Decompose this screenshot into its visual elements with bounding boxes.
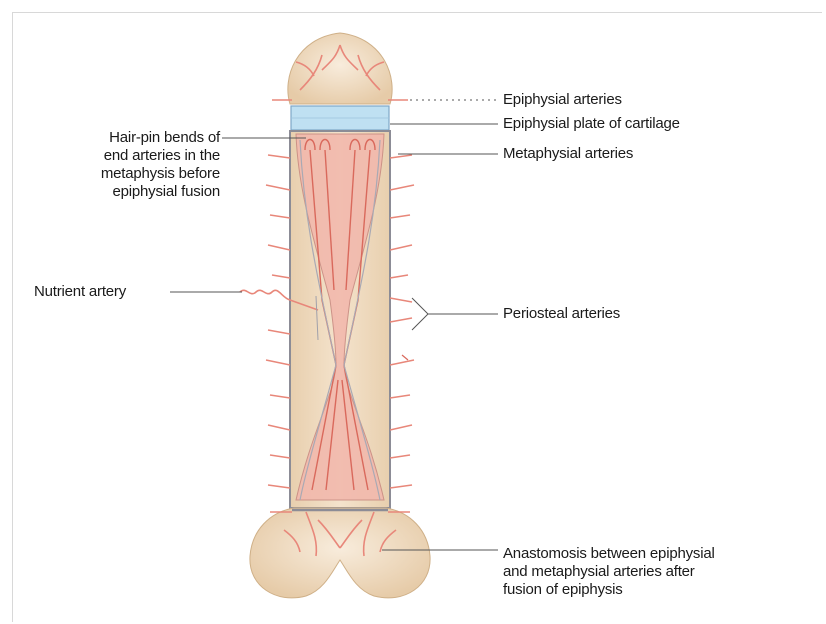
label-hairpin-line-4: epiphysial fusion bbox=[101, 183, 220, 201]
proximal-epiphysis bbox=[288, 33, 392, 104]
periosteal-arteries-right bbox=[390, 155, 414, 488]
label-anastomosis: Anastomosis between epiphysial and metap… bbox=[503, 545, 715, 599]
label-anastomosis-line-2: and metaphysial arteries after bbox=[503, 563, 715, 581]
leader-periosteal bbox=[412, 298, 498, 330]
label-periosteal-arteries: Periosteal arteries bbox=[503, 305, 620, 323]
distal-epiphysis bbox=[250, 508, 430, 598]
label-nutrient-artery: Nutrient artery bbox=[34, 283, 126, 301]
label-hairpin-line-2: end arteries in the bbox=[101, 147, 220, 165]
label-anastomosis-line-3: fusion of epiphysis bbox=[503, 581, 715, 599]
label-metaphysial-arteries: Metaphysial arteries bbox=[503, 145, 633, 163]
periosteal-arteries-left bbox=[266, 155, 290, 488]
label-hairpin-line-1: Hair-pin bends of bbox=[101, 129, 220, 147]
label-hairpin-line-3: metaphysis before bbox=[101, 165, 220, 183]
label-epiphysial-plate: Epiphysial plate of cartilage bbox=[503, 115, 680, 133]
label-hairpin-bends: Hair-pin bends of end arteries in the me… bbox=[101, 129, 220, 201]
label-epiphysial-arteries: Epiphysial arteries bbox=[503, 91, 622, 109]
label-anastomosis-line-1: Anastomosis between epiphysial bbox=[503, 545, 715, 563]
